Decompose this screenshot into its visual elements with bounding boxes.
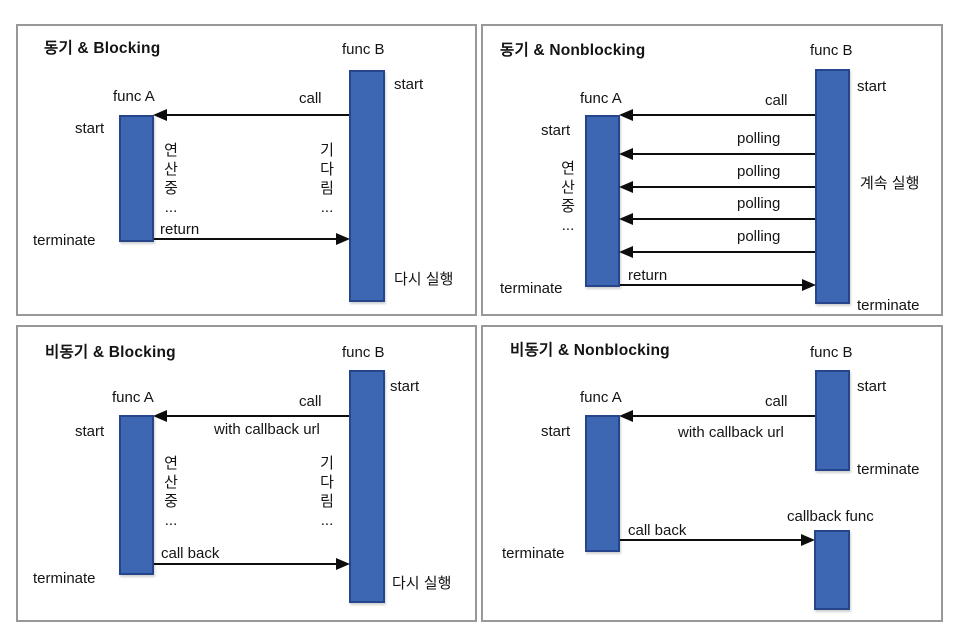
arrowhead-left-icon (619, 109, 633, 121)
arrowhead-left-icon (153, 109, 167, 121)
panel-async-nonblocking: 비동기 & Nonblocking func B start terminate… (481, 325, 943, 622)
computing-vertical-label: 연 산 중 ... (164, 142, 178, 216)
arrow-line (154, 237, 341, 241)
func-a-start-label: start (541, 122, 571, 139)
func-a-activation-bar (585, 415, 620, 552)
func-a-label: func A (113, 88, 155, 105)
polling-label-2: polling (737, 163, 781, 180)
return-label: return (160, 221, 200, 238)
func-b-terminate-label: terminate (857, 461, 920, 478)
keep-running-label: 계속 실행 (860, 175, 920, 192)
arrowhead-left-icon (619, 213, 633, 225)
arrowhead-right-icon (801, 534, 815, 546)
arrow-line (628, 185, 815, 189)
resume-label: 다시 실행 (394, 271, 454, 288)
call-note-label: with callback url (678, 424, 784, 441)
polling-arrow-4 (619, 246, 815, 258)
panel-title: 동기 & Blocking (44, 40, 161, 57)
panel-title: 동기 & Nonblocking (500, 42, 646, 59)
panel-async-blocking: 비동기 & Blocking func B start func A call … (16, 325, 477, 622)
panel-sync-blocking: 동기 & Blocking func B start func A call s… (16, 24, 477, 316)
waiting-vertical-label: 기 다 림 ... (320, 142, 334, 216)
arrow-line (628, 113, 815, 117)
call-arrow (153, 109, 349, 121)
polling-arrow-2 (619, 181, 815, 193)
func-a-activation-bar (585, 115, 620, 287)
waiting-vertical-label: 기 다 림 ... (320, 455, 334, 529)
arrowhead-right-icon (336, 233, 350, 245)
func-b-start-label: start (857, 378, 887, 395)
func-b-label: func B (810, 344, 853, 361)
arrowhead-left-icon (619, 246, 633, 258)
call-note-label: with callback url (214, 421, 320, 438)
call-label: call (299, 393, 322, 410)
call-arrow (619, 109, 815, 121)
func-b-label: func B (342, 41, 385, 58)
panel-sync-nonblocking: 동기 & Nonblocking func B start func A cal… (481, 24, 943, 316)
func-b-activation-bar (349, 370, 385, 603)
polling-arrow-1 (619, 148, 815, 160)
func-b-label: func B (810, 42, 853, 59)
resume-label: 다시 실행 (392, 575, 452, 592)
callback-arrow (154, 558, 350, 570)
arrow-line (628, 217, 815, 221)
func-b-activation-bar (815, 370, 850, 471)
arrow-line (620, 538, 806, 542)
arrowhead-left-icon (619, 148, 633, 160)
func-b-start-label: start (394, 76, 424, 93)
call-label: call (765, 92, 788, 109)
arrowhead-left-icon (619, 410, 633, 422)
return-arrow (620, 279, 816, 291)
callback-func-activation-bar (814, 530, 850, 610)
func-b-label: func B (342, 344, 385, 361)
arrow-line (162, 113, 349, 117)
call-arrow (153, 410, 349, 422)
arrowhead-right-icon (336, 558, 350, 570)
func-a-label: func A (112, 389, 154, 406)
func-b-terminate-label: terminate (857, 297, 920, 314)
arrow-line (628, 250, 815, 254)
arrow-line (628, 152, 815, 156)
func-a-activation-bar (119, 415, 154, 575)
func-a-terminate-label: terminate (33, 232, 96, 249)
computing-vertical-label: 연 산 중 ... (164, 455, 178, 529)
func-a-terminate-label: terminate (33, 570, 96, 587)
func-a-start-label: start (75, 120, 105, 137)
arrow-line (628, 414, 815, 418)
func-a-start-label: start (541, 423, 571, 440)
polling-label-4: polling (737, 228, 781, 245)
func-b-activation-bar (349, 70, 385, 302)
callback-func-label: callback func (787, 508, 874, 525)
call-arrow (619, 410, 815, 422)
func-a-label: func A (580, 389, 622, 406)
func-b-start-label: start (857, 78, 887, 95)
panel-title: 비동기 & Nonblocking (510, 342, 670, 359)
func-a-terminate-label: terminate (500, 280, 563, 297)
arrow-line (154, 562, 341, 566)
call-label: call (299, 90, 322, 107)
polling-label-3: polling (737, 195, 781, 212)
func-b-start-label: start (390, 378, 420, 395)
callback-arrow (620, 534, 815, 546)
func-a-activation-bar (119, 115, 154, 242)
call-label: call (765, 393, 788, 410)
panel-title: 비동기 & Blocking (45, 344, 176, 361)
callback-label: call back (628, 522, 687, 539)
computing-vertical-label: 연 산 중 ... (561, 160, 575, 234)
func-a-label: func A (580, 90, 622, 107)
polling-arrow-3 (619, 213, 815, 225)
polling-label-1: polling (737, 130, 781, 147)
return-arrow (154, 233, 350, 245)
return-label: return (628, 267, 668, 284)
arrowhead-right-icon (802, 279, 816, 291)
arrowhead-left-icon (153, 410, 167, 422)
func-b-activation-bar (815, 69, 850, 304)
func-a-terminate-label: terminate (502, 545, 565, 562)
arrowhead-left-icon (619, 181, 633, 193)
callback-label: call back (161, 545, 220, 562)
func-a-start-label: start (75, 423, 105, 440)
arrow-line (620, 283, 807, 287)
arrow-line (162, 414, 349, 418)
